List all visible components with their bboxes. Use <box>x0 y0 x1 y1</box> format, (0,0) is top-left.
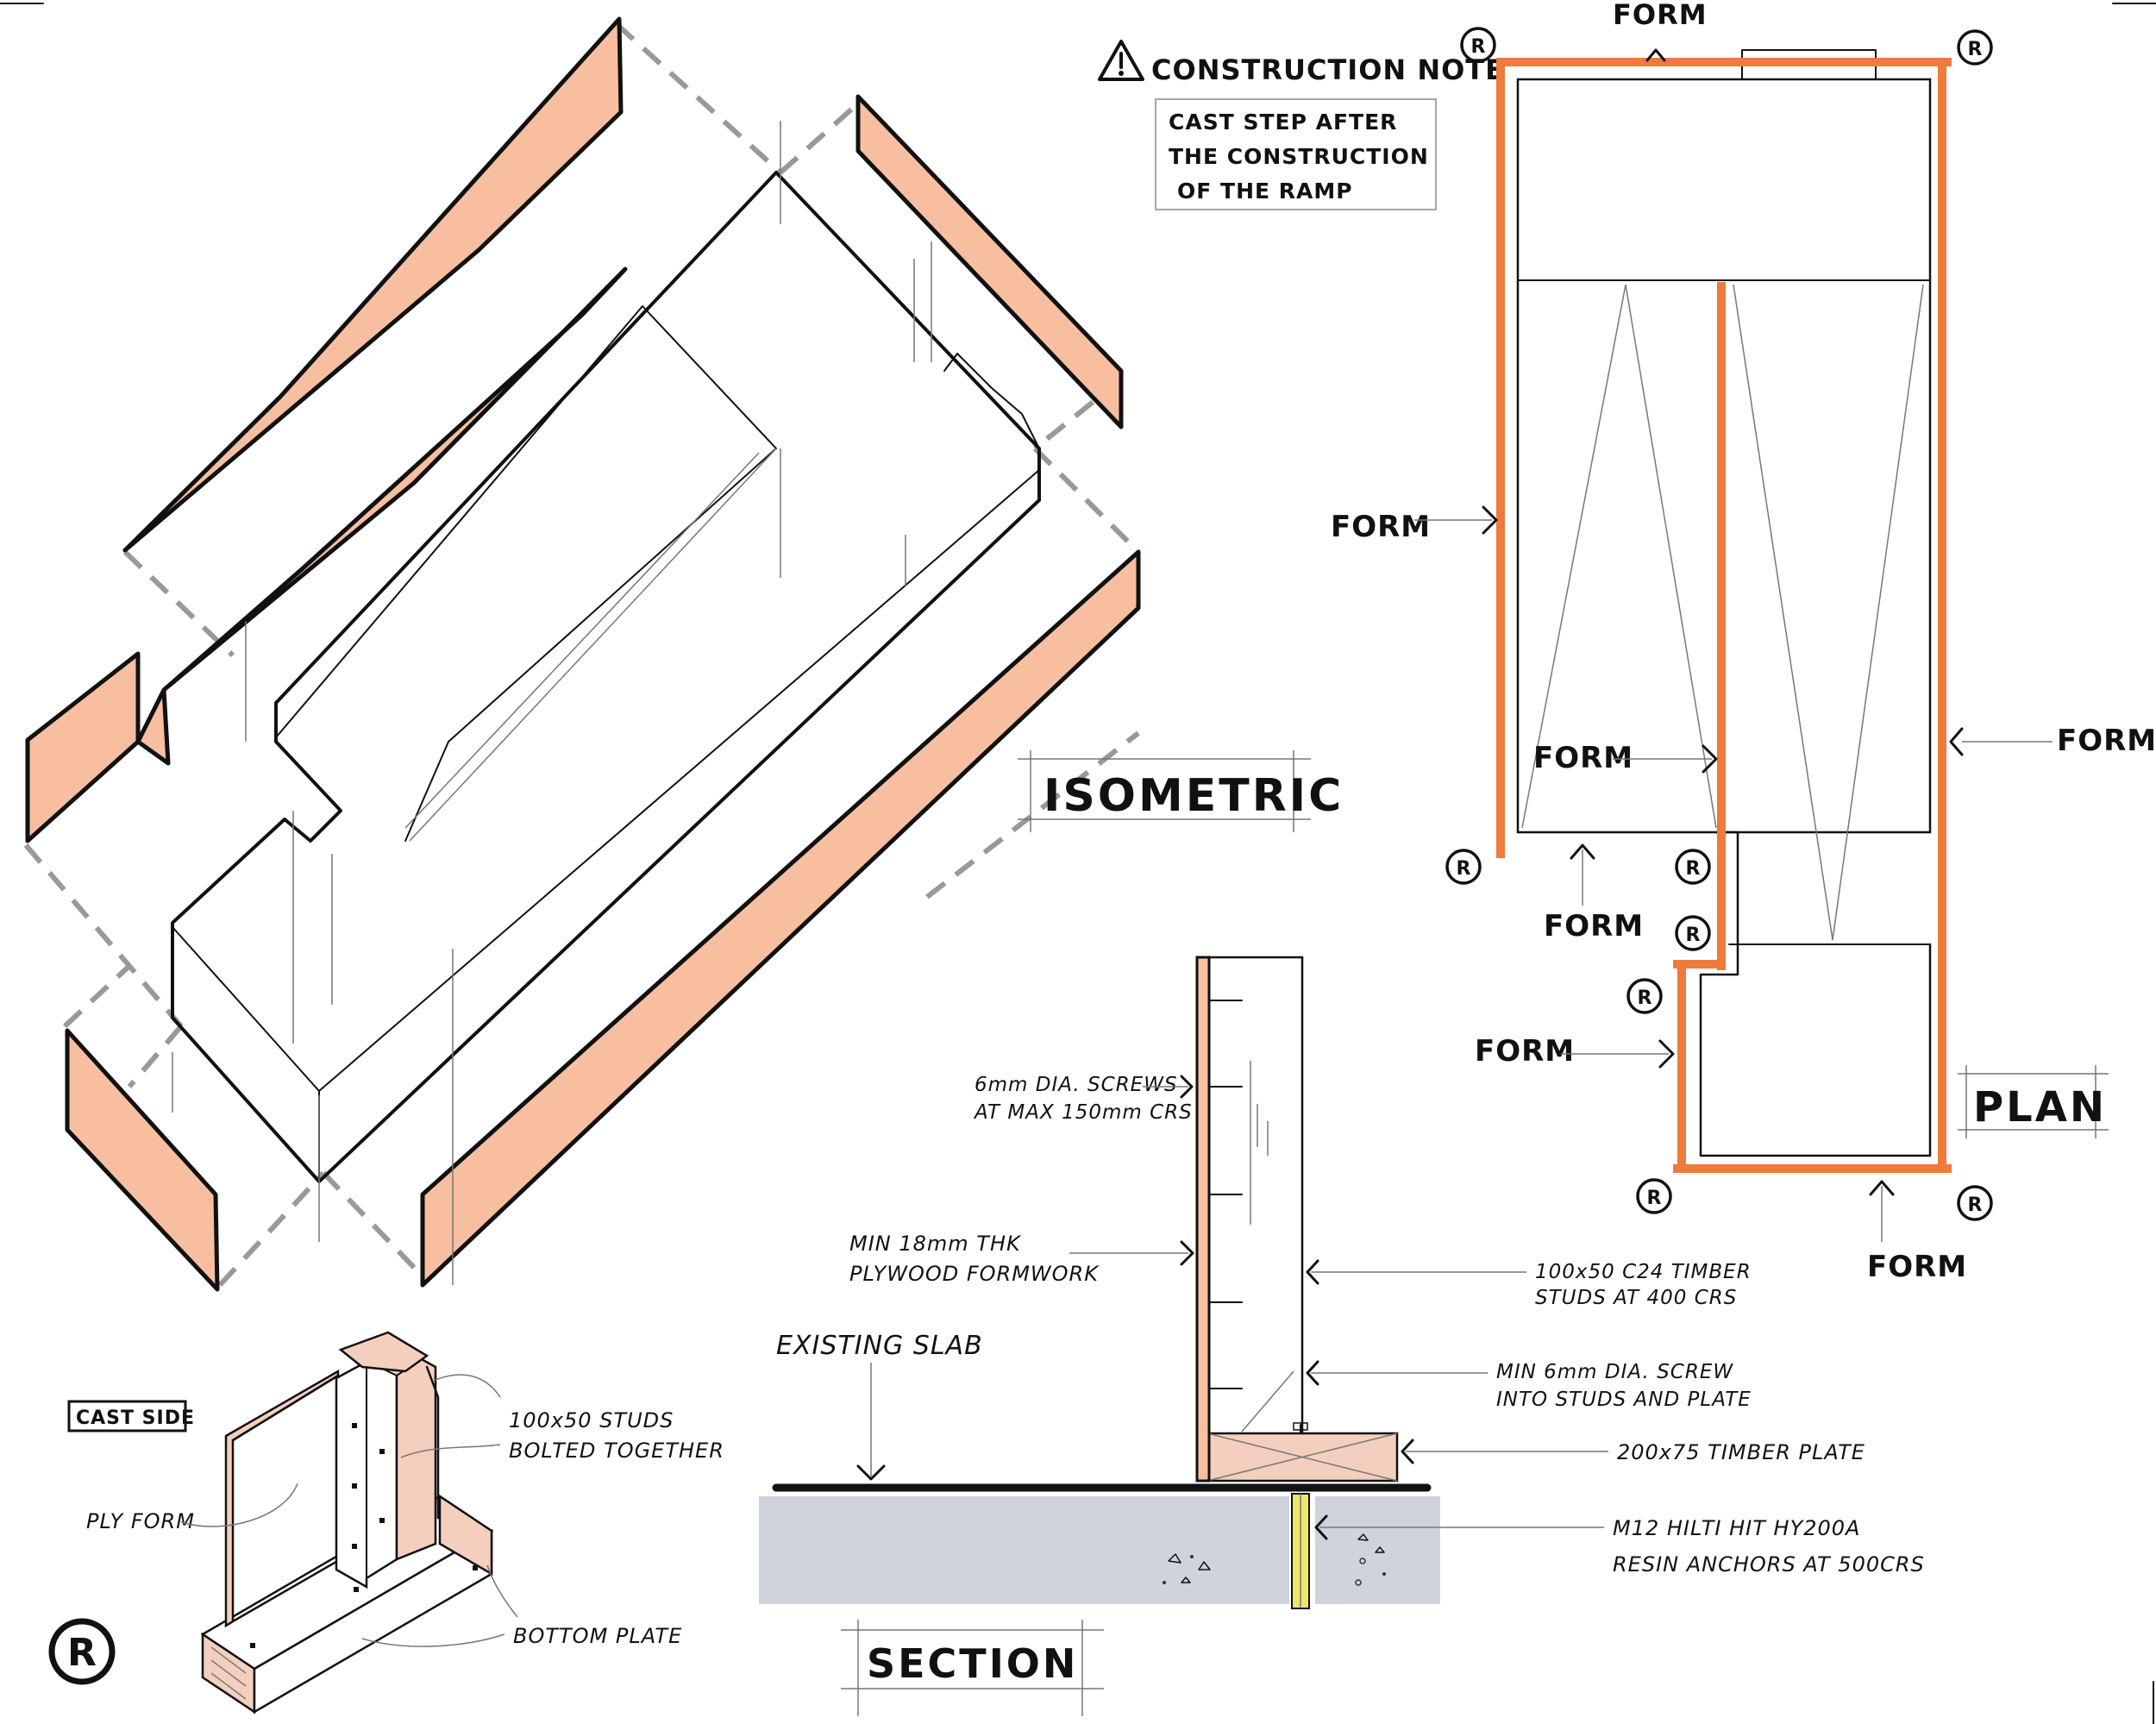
construction-note-line-2: THE CONSTRUCTION <box>1169 144 1429 169</box>
detail-studs-label-line-1: 100x50 STUDS <box>509 1408 674 1432</box>
cast-side-label: CAST SIDE <box>76 1407 195 1429</box>
plywood-label-line-2: PLYWOOD FORMWORK <box>849 1262 1100 1286</box>
form-label-center: FORM <box>1533 741 1633 775</box>
min-screw-label-line-2: INTO STUDS AND PLATE <box>1496 1389 1752 1411</box>
form-label-bottom: FORM <box>1867 1250 1967 1284</box>
construction-note: CONSTRUCTION NOTE CAST STEP AFTER THE CO… <box>1098 40 1505 210</box>
formwork-detail: CAST SIDE 100x50 STUDS BOLTED TOGETHER P… <box>48 1331 724 1715</box>
plan-form-lines <box>1496 58 1952 1173</box>
section-title-block: SECTION <box>841 1620 1104 1716</box>
svg-text:R: R <box>1647 1188 1662 1209</box>
form-board-bottom-left <box>65 1028 220 1292</box>
isometric-form-boards <box>25 16 1141 1292</box>
svg-text:R: R <box>1686 858 1701 880</box>
form-board-middle-left <box>25 266 628 843</box>
form-board-bottom-right <box>420 549 1141 1288</box>
detail-studs-label-line-2: BOLTED TOGETHER <box>509 1439 724 1463</box>
screws-label-line-1: 6mm DIA. SCREWS <box>975 1074 1178 1096</box>
min-screw-label-line-1: MIN 6mm DIA. SCREW <box>1496 1361 1733 1383</box>
form-board-top-right <box>856 94 1124 429</box>
r-mark-icon: R <box>48 1618 116 1685</box>
screws-label-line-2: AT MAX 150mm CRS <box>973 1101 1193 1124</box>
svg-text:R: R <box>1471 36 1486 58</box>
svg-text:R: R <box>1686 925 1701 946</box>
r-mark-icon: R <box>1675 915 1711 951</box>
plan-title-block: PLAN <box>1958 1065 2109 1138</box>
construction-note-title: CONSTRUCTION NOTE <box>1151 53 1505 86</box>
form-label-right: FORM <box>2057 724 2156 758</box>
existing-concrete-slab <box>759 1496 1440 1604</box>
timber-plate-label: 200x75 TIMBER PLATE <box>1617 1440 1865 1464</box>
plan-view: FORM FORM FORM FORM FORM FORM FORM R R <box>1331 0 2156 1284</box>
form-board-top-left <box>122 16 624 553</box>
concrete-aggregate <box>1163 1533 1386 1586</box>
isometric-title: ISOMETRIC <box>1044 770 1344 822</box>
plywood-formwork <box>1195 956 1211 1483</box>
r-mark-icon: R <box>1675 849 1711 885</box>
section-callouts: EXISTING SLAB 6mm DIA. SCREWS AT MAX 150… <box>776 1074 1925 1577</box>
existing-slab-label: EXISTING SLAB <box>776 1331 983 1361</box>
r-mark-icon: R <box>1445 849 1482 885</box>
r-mark-icon: R <box>1626 978 1663 1014</box>
r-mark-icon: R <box>1957 1185 1993 1221</box>
form-label-top: FORM <box>1613 0 1708 31</box>
anchors-label-line-2: RESIN ANCHORS AT 500CRS <box>1613 1552 1925 1577</box>
isometric-view: ISOMETRIC <box>23 16 1344 1292</box>
form-label-lower-center: FORM <box>1544 909 1644 943</box>
isometric-construction-lines <box>172 121 932 1285</box>
plywood-label-line-1: MIN 18mm THK <box>849 1232 1022 1256</box>
svg-text:R: R <box>1638 987 1652 1009</box>
construction-note-box <box>1155 98 1437 210</box>
isometric-title-block: ISOMETRIC <box>1018 750 1344 832</box>
r-mark-icon: R <box>1460 27 1496 63</box>
sheet-corner-ticks <box>0 3 2156 1724</box>
plan-form-callouts: FORM FORM FORM FORM FORM FORM FORM <box>1331 0 2156 1284</box>
plan-title: PLAN <box>1973 1083 2107 1132</box>
r-mark-icon: R <box>1957 29 1993 66</box>
form-label-left: FORM <box>1331 510 1431 544</box>
anchors-label-line-1: M12 HILTI HIT HY200A <box>1613 1516 1860 1540</box>
isometric-ramp-block <box>171 171 1041 1183</box>
svg-text:R: R <box>1457 858 1471 880</box>
construction-note-line-1: CAST STEP AFTER <box>1169 110 1397 135</box>
studs-label-line-2: STUDS AT 400 CRS <box>1535 1287 1737 1309</box>
detail-bolts <box>250 1423 478 1648</box>
form-label-lower-left: FORM <box>1475 1034 1575 1069</box>
plan-r-marks: R R R R R R R R <box>1445 27 1993 1221</box>
construction-note-line-3: OF THE RAMP <box>1177 179 1353 204</box>
section-title: SECTION <box>867 1640 1078 1687</box>
svg-text:R: R <box>1968 39 1983 60</box>
r-mark-icon: R <box>1636 1178 1672 1214</box>
bottom-plate-label: BOTTOM PLATE <box>513 1624 682 1648</box>
warning-icon <box>1098 40 1144 81</box>
ply-form-label: PLY FORM <box>86 1509 195 1533</box>
cast-side-box <box>67 1400 187 1432</box>
studs-label-line-1: 100x50 C24 TIMBER <box>1535 1261 1752 1283</box>
timber-stud <box>1207 956 1304 1435</box>
svg-text:R: R <box>1968 1194 1983 1216</box>
section-view: EXISTING SLAB 6mm DIA. SCREWS AT MAX 150… <box>759 956 1925 1716</box>
svg-text:R: R <box>67 1631 97 1675</box>
